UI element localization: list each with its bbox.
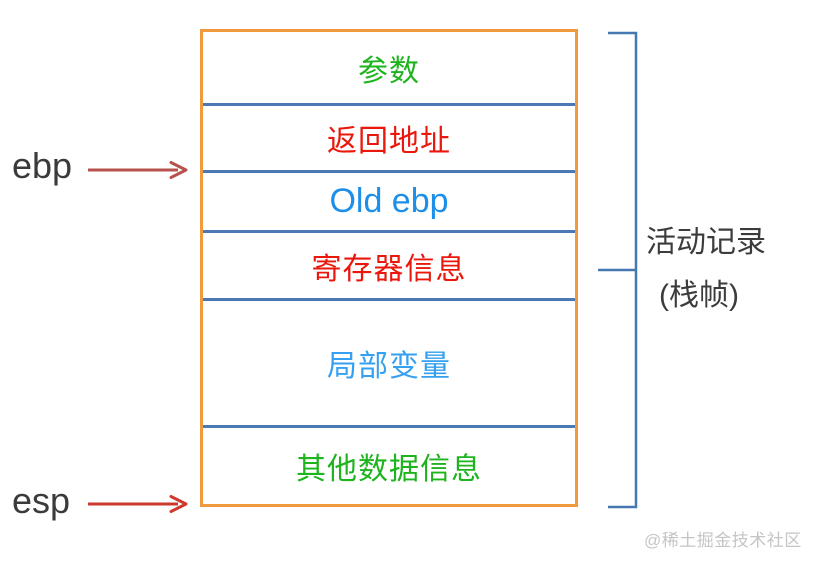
section-return-address-label: 返回地址 — [327, 125, 451, 158]
watermark: @稀土掘金技术社区 — [644, 531, 802, 550]
bracket-label-line2: (栈帧) — [659, 279, 739, 312]
section-other-data: 其他数据信息 — [203, 425, 575, 504]
stack-box: 参数 返回地址 Old ebp 寄存器信息 局部变量 其他数据信息 — [200, 29, 578, 507]
section-old-ebp-label: Old ebp — [329, 182, 449, 220]
section-local-vars: 局部变量 — [203, 298, 575, 425]
bracket-label-line1: 活动记录 — [646, 226, 766, 259]
section-local-vars-label: 局部变量 — [327, 350, 451, 383]
esp-arrow-icon — [88, 495, 188, 513]
ebp-label: ebp — [12, 145, 73, 186]
stack-frame-bracket-label: 活动记录 (栈帧) — [646, 228, 766, 311]
stack-frame-bracket — [598, 31, 638, 509]
section-old-ebp: Old ebp — [203, 170, 575, 230]
section-return-address: 返回地址 — [203, 103, 575, 170]
section-register-info-label: 寄存器信息 — [311, 252, 467, 286]
section-params: 参数 — [203, 32, 575, 103]
esp-label: esp — [12, 480, 71, 521]
ebp-arrow-icon — [88, 161, 188, 179]
section-params-label: 参数 — [358, 54, 420, 88]
section-other-data-label: 其他数据信息 — [296, 453, 482, 486]
section-register-info: 寄存器信息 — [203, 230, 575, 298]
